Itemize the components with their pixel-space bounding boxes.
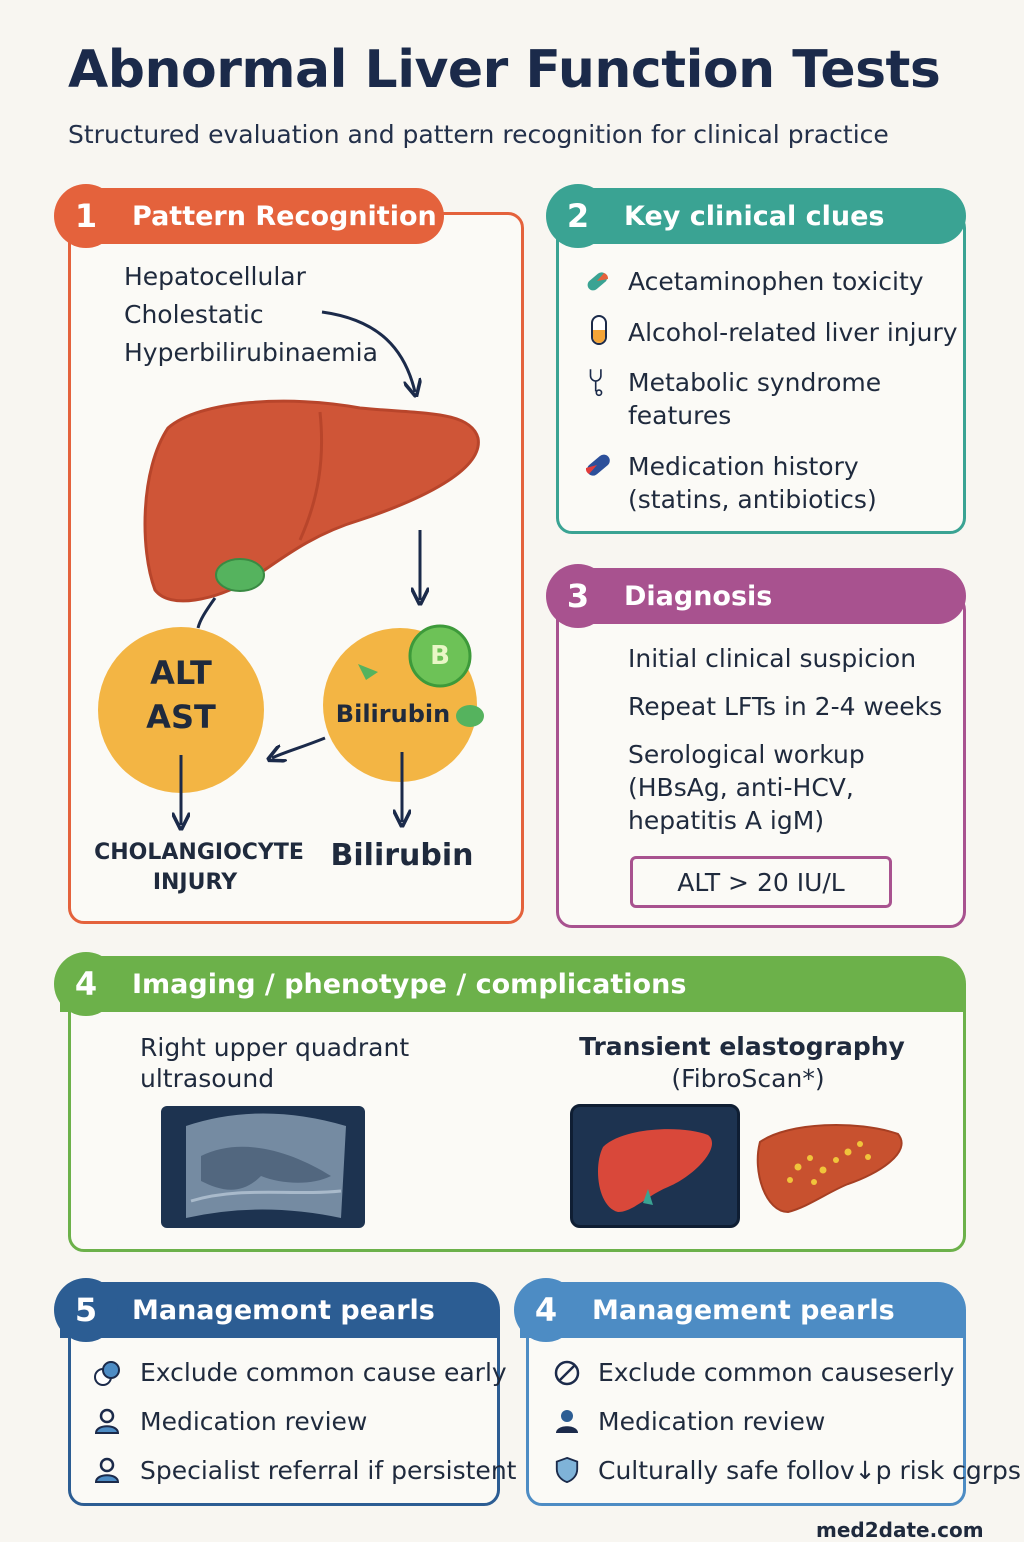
clue-item: Metabolic syndrome features xyxy=(628,368,882,430)
elastography-label: Transient elastography xyxy=(579,1032,905,1061)
panel-management-pearls-left xyxy=(68,1306,500,1506)
panel-3-header: 3 Diagnosis xyxy=(546,564,966,628)
node-ast: AST xyxy=(146,698,216,736)
panel-4-number: 4 xyxy=(54,952,118,1016)
page-subtitle: Structured evaluation and pattern recogn… xyxy=(68,120,889,149)
ultrasound-label: Right upper quadrant ultrasound xyxy=(140,1032,409,1094)
footer-credit[interactable]: med2date.com xyxy=(816,1518,984,1542)
shield-icon xyxy=(555,1456,579,1484)
panel-3-number: 3 xyxy=(546,564,610,628)
panel-4-header: 4 Imaging / phenotype / complications xyxy=(54,952,966,1016)
panel-2-header: 2 Key clinical clues xyxy=(546,184,966,248)
ultrasound-label-line1: Right upper quadrant xyxy=(140,1033,410,1062)
panel-2-title: Key clinical clues xyxy=(624,200,885,232)
pearl-item: Exclude common cause early xyxy=(140,1358,507,1387)
clue-item: Acetaminophen toxicity xyxy=(628,267,924,296)
clue-item: Medication history (statins, antibiotics… xyxy=(628,452,877,514)
alt-threshold-text: ALT > 20 IU/L xyxy=(677,867,845,897)
panel-2-number: 2 xyxy=(546,184,610,248)
ultrasound-image xyxy=(161,1106,365,1228)
panel-5-number: 5 xyxy=(54,1278,118,1342)
person-icon xyxy=(556,1410,578,1433)
panel-diagnosis xyxy=(556,594,966,928)
panel-5-title: Managemont pearls xyxy=(132,1294,435,1326)
panel-1-title: Pattern Recognition xyxy=(132,200,437,232)
panel-1-header: 1 Pattern Recognition xyxy=(54,184,444,248)
fatty-liver-illustration xyxy=(756,1124,903,1214)
output-cholangiocyte: CHOLANGIOCYTE xyxy=(94,840,304,865)
stethoscope-icon xyxy=(589,369,603,397)
pattern-hepatocellular: Hepatocellular xyxy=(124,262,306,291)
capsule-icon xyxy=(585,454,610,476)
diagnosis-step: Initial clinical suspicion xyxy=(628,644,917,673)
node-alt: ALT xyxy=(150,654,212,692)
panel-key-clinical-clues xyxy=(556,212,966,534)
diagnosis-step: Serological workup (HBsAg, anti-HCV, hep… xyxy=(628,740,865,835)
person-icon xyxy=(94,1457,120,1483)
pearl-item: Culturally safe follov↓p risk cgrps xyxy=(598,1456,1021,1485)
pattern-hyperbilirubinaemia: Hyperbilirubinaemia xyxy=(124,338,378,367)
page-title: Abnormal Liver Function Tests xyxy=(68,40,941,100)
pearl-item: Medication review xyxy=(598,1407,826,1436)
pearl-item: Medication review xyxy=(140,1407,368,1436)
panel-6-number: 4 xyxy=(514,1278,578,1342)
clue-item: Alcohol-related liver injury xyxy=(628,318,958,347)
panel-management-pearls-right xyxy=(526,1306,966,1506)
panel-4-title: Imaging / phenotype / complications xyxy=(132,968,687,1000)
diagnosis-step: Repeat LFTs in 2-4 weeks xyxy=(628,692,943,721)
panel-6-header: 4 Management pearls xyxy=(514,1278,966,1342)
pearl-item: Exclude common causeserly xyxy=(598,1358,955,1387)
ultrasound-label-line2: ultrasound xyxy=(140,1064,275,1093)
panel-5-header: 5 Managemont pearls xyxy=(54,1278,500,1342)
panel-6-title: Management pearls xyxy=(592,1294,895,1326)
node-bilirubin: Bilirubin xyxy=(335,700,451,728)
elastography-sublabel: (FibroScan*) xyxy=(671,1064,825,1093)
output-injury: INJURY xyxy=(152,870,238,895)
pearl-item: Specialist referral if persistent xyxy=(140,1456,517,1485)
elastography-image xyxy=(570,1104,740,1228)
bilirubin-badge-letter: B xyxy=(430,641,450,671)
panel-3-title: Diagnosis xyxy=(624,580,773,612)
panel-1-number: 1 xyxy=(54,184,118,248)
alt-threshold-box: ALT > 20 IU/L xyxy=(630,856,892,908)
person-icon xyxy=(94,1408,120,1434)
pill-icon xyxy=(94,1361,120,1386)
capsule-icon xyxy=(591,315,607,345)
pattern-cholestatic: Cholestatic xyxy=(124,300,264,329)
no-entry-icon xyxy=(554,1360,580,1386)
output-bilirubin: Bilirubin xyxy=(330,838,474,873)
pill-icon xyxy=(587,272,609,291)
